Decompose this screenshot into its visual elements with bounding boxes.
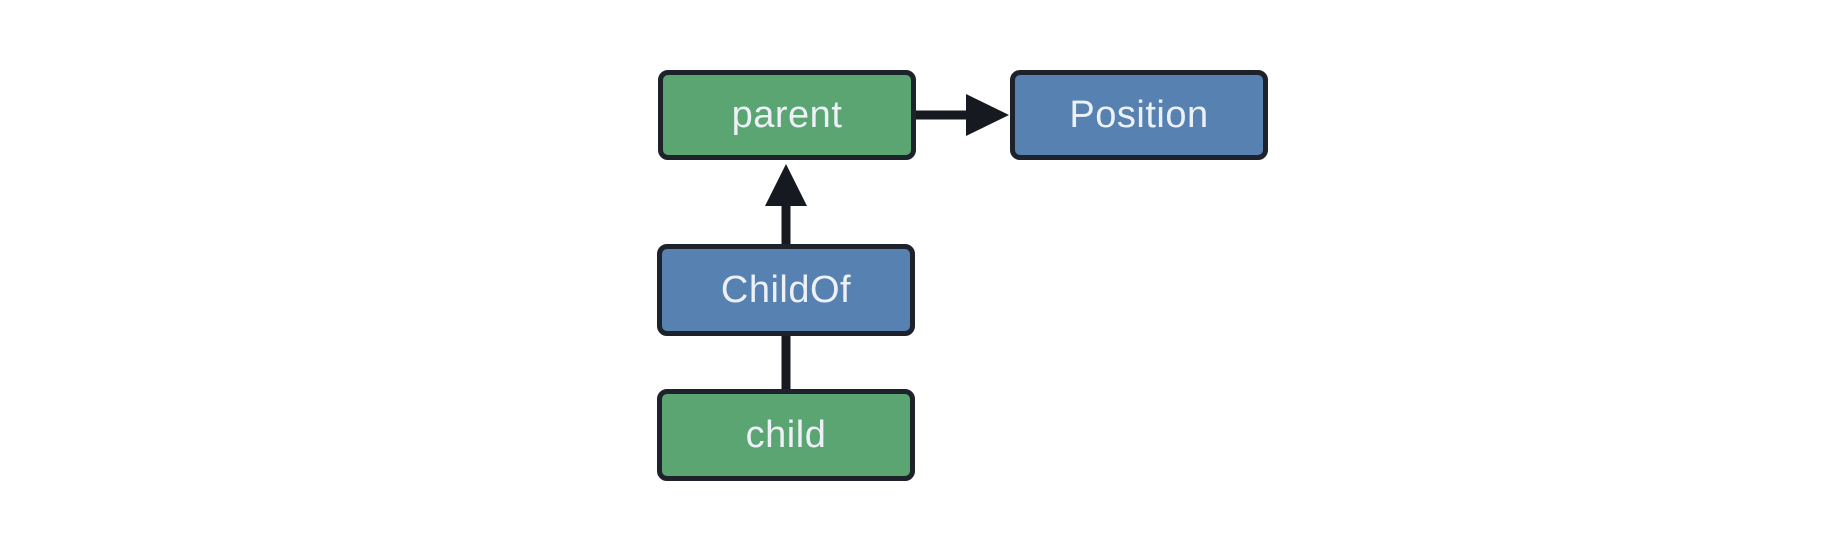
node-childof-relationship: ChildOf <box>657 244 915 336</box>
node-childof-label: ChildOf <box>720 268 852 311</box>
node-child-label: child <box>745 413 827 456</box>
node-position-label: Position <box>1069 93 1209 136</box>
edge-parent-to-position-arrow <box>913 94 1009 136</box>
edge-childof-to-parent-arrowhead-icon <box>765 164 807 206</box>
node-position-component: Position <box>1010 70 1268 160</box>
edge-parent-to-position-arrowhead-icon <box>966 94 1009 136</box>
edge-childof-to-parent-arrow <box>765 164 807 246</box>
node-child-entity: child <box>657 389 915 481</box>
node-parent-entity: parent <box>658 70 916 160</box>
node-parent-label: parent <box>731 93 843 136</box>
